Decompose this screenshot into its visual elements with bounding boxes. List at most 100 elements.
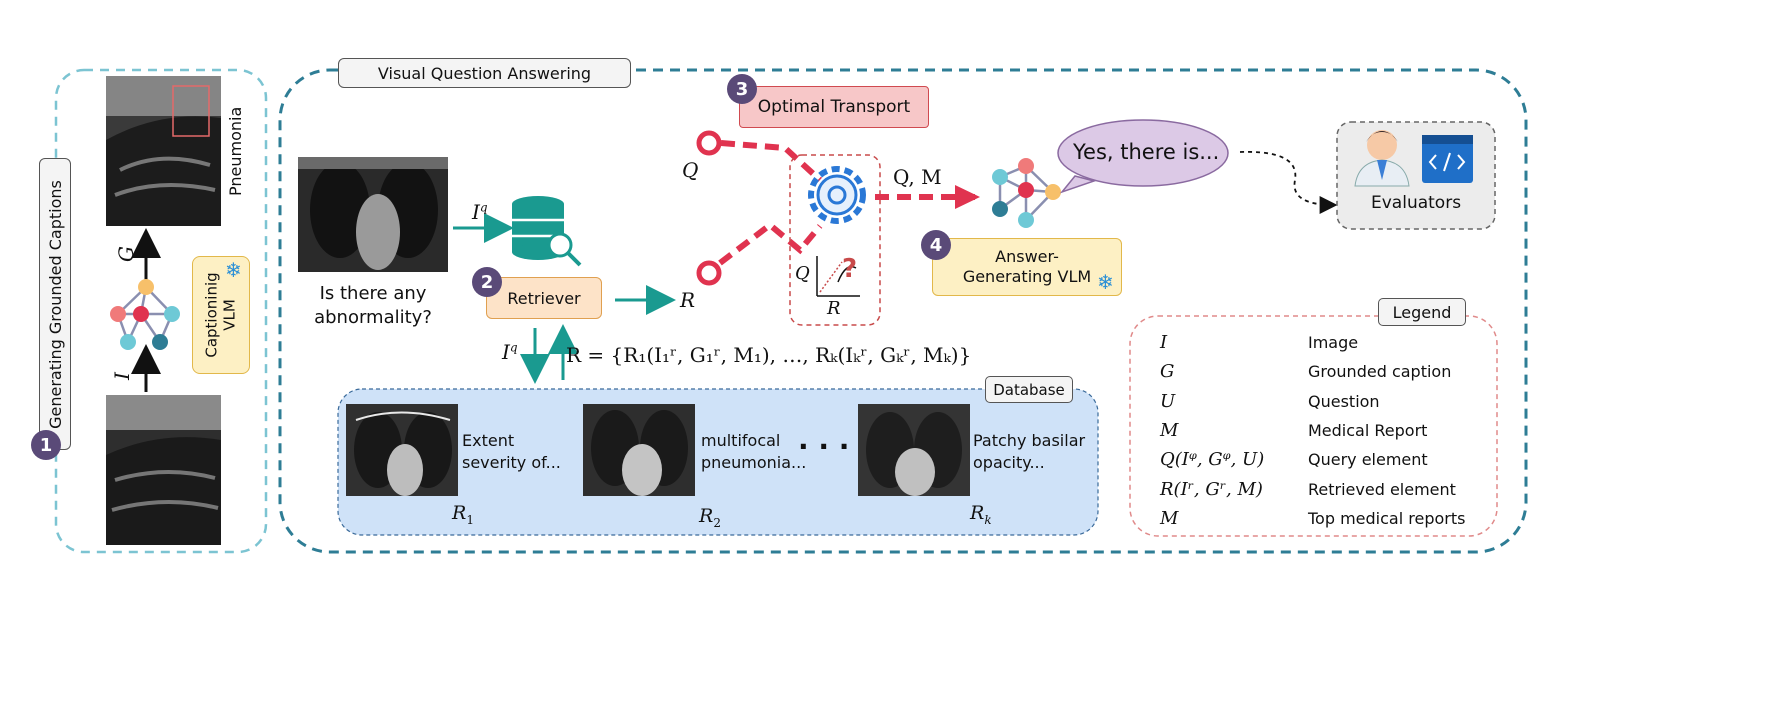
doctor-icon — [1354, 130, 1410, 187]
ot-path-Q — [720, 140, 823, 183]
legend-symbol: M — [1160, 420, 1179, 442]
retriever-down-label-sup: q — [509, 340, 518, 355]
db-xray-2 — [583, 404, 695, 496]
legend-description: Query element — [1308, 450, 1428, 470]
legend-symbol: G — [1160, 361, 1175, 383]
legend-box — [1129, 315, 1498, 537]
xray-top-image — [106, 76, 221, 226]
query-arrow-label: Iq — [472, 200, 488, 224]
speech-bubble — [1057, 119, 1229, 194]
answer-network-icon — [992, 158, 1061, 228]
ot-input-Q-node — [696, 130, 722, 156]
legend-row: M Top medical reports — [1160, 504, 1490, 533]
db-item-1-symbol-base: R — [452, 502, 467, 524]
vqa-panel-title-text: Visual Question Answering — [377, 63, 592, 83]
db-item-1-caption: Extent severity of... — [462, 431, 561, 472]
db-item-1-symbol-sub: 1 — [466, 512, 474, 527]
speech-text: Yes, there is... — [1073, 140, 1220, 164]
pneumonia-label: Pneumonia — [226, 106, 245, 196]
query-arrow-label-sup: q — [479, 200, 488, 215]
ot-plot-Q-label: Q — [795, 263, 810, 284]
answer-vlm-label: Answer-Generating VLM — [962, 247, 1092, 286]
retriever-box: Retriever — [486, 277, 602, 319]
optimal-transport-box: Optimal Transport — [739, 86, 929, 128]
vqa-panel-title: Visual Question Answering — [338, 58, 631, 88]
retriever-down-label: Iq — [502, 340, 518, 364]
legend-description: Retrieved element — [1308, 479, 1456, 499]
gear-icon — [808, 166, 866, 224]
legend-row: R(Iʳ, Gʳ, M) Retrieved element — [1160, 474, 1490, 503]
ot-output-label: Q, M — [893, 165, 942, 189]
query-question-text: Is there any abnormality? — [314, 283, 432, 328]
db-item-k-symbol-sub: k — [984, 512, 992, 527]
legend-symbol: M — [1160, 507, 1179, 529]
db-item-2-symbol: R2 — [699, 505, 721, 530]
step-3-badge: 3 — [727, 74, 757, 104]
legend-description: Grounded caption — [1308, 362, 1452, 382]
retriever-label: Retriever — [507, 288, 581, 308]
query-question: Is there any abnormality? — [298, 282, 448, 330]
query-arrow-label-base: I — [472, 200, 480, 224]
db-ellipsis: · · · — [798, 430, 850, 463]
query-xray-image — [298, 157, 448, 272]
legend-symbol: Q(Iᵠ, Gᵠ, U) — [1160, 449, 1265, 471]
captioning-vlm-box: Captioninig VLM — [192, 256, 250, 374]
optimal-transport-label: Optimal Transport — [757, 97, 911, 117]
db-xray-1 — [346, 404, 458, 496]
arrow-ot-to-vlm-head — [955, 185, 980, 209]
vqa-panel-border — [278, 68, 1528, 554]
xray-bottom-image — [106, 395, 221, 545]
arrow-to-evaluators — [1239, 151, 1338, 214]
db-item-2-caption: multifocal pneumonia... — [701, 431, 807, 472]
left-panel-title: Generating Grounded Captions — [45, 179, 65, 429]
ot-path-R — [718, 221, 823, 266]
legend-row: G Grounded caption — [1160, 357, 1490, 386]
legend-symbol: I — [1160, 332, 1168, 354]
legend-description: Top medical reports — [1308, 508, 1466, 528]
legend-row: Q(Iᵠ, Gᵠ, U) Query element — [1160, 445, 1490, 474]
db-item-1-symbol: R1 — [452, 502, 474, 527]
answer-vlm-box: Answer-Generating VLM — [932, 238, 1122, 296]
step-2-badge: 2 — [472, 267, 502, 297]
snowflake-icon-answer: ❄ — [1097, 270, 1114, 294]
db-item-k-symbol-base: R — [970, 502, 985, 524]
legend-symbol: R(Iʳ, Gʳ, M) — [1160, 478, 1263, 500]
left-panel-title-tab: Generating Grounded Captions — [39, 158, 71, 450]
legend-title-text: Legend — [1392, 302, 1452, 322]
ot-input-R-node — [696, 260, 722, 286]
legend-description: Medical Report — [1308, 421, 1428, 441]
question-mark-icon: ? — [842, 254, 857, 284]
db-item-k-caption: Patchy basilar opacity... — [973, 431, 1086, 472]
legend-row: I Image — [1160, 328, 1490, 357]
step-1-badge: 1 — [31, 430, 61, 460]
ot-input-Q-label: Q — [682, 158, 699, 182]
retriever-down-label-base: I — [502, 340, 510, 364]
database-icon — [512, 196, 582, 267]
database-title-text: Database — [993, 380, 1065, 399]
db-xray-k — [858, 404, 970, 496]
db-item-2-symbol-sub: 2 — [713, 515, 721, 530]
db-item-2-symbol-base: R — [699, 505, 714, 527]
legend-description: Image — [1308, 333, 1359, 353]
evaluators-label: Evaluators — [1371, 193, 1462, 213]
legend-title: Legend — [1378, 298, 1466, 326]
retrieved-set-symbol: R — [680, 288, 696, 312]
snowflake-icon-left: ❄ — [225, 258, 242, 282]
ot-module-box — [789, 154, 881, 326]
retrieved-set-formula: R = {R₁(I₁ʳ, G₁ʳ, M₁), …, Rₖ(Iₖʳ, Gₖʳ, M… — [566, 343, 972, 367]
code-window-icon — [1422, 135, 1473, 183]
legend-row: M Medical Report — [1160, 416, 1490, 445]
arrow-I-label: I — [109, 372, 134, 380]
captioning-vlm-label: Captioninig VLM — [203, 272, 240, 358]
db-item-k-symbol: Rk — [970, 502, 992, 527]
captioning-network-icon — [110, 279, 180, 350]
legend-symbol: U — [1160, 390, 1176, 412]
database-title: Database — [985, 376, 1073, 403]
ot-plot-icon — [816, 256, 860, 297]
ot-plot-R-label: R — [827, 298, 841, 319]
step-4-badge: 4 — [921, 230, 951, 260]
